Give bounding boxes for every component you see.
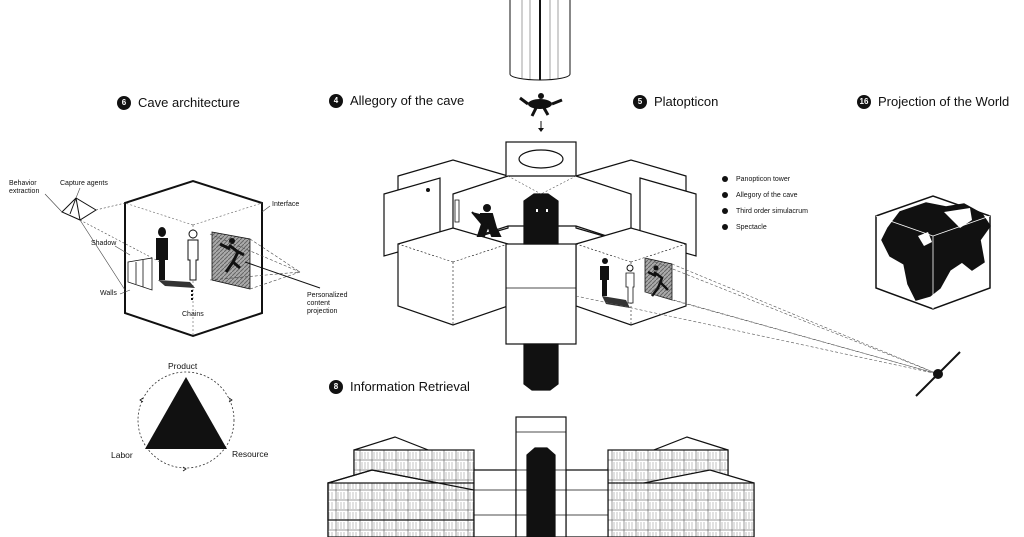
legend-label: Third order simulacrum xyxy=(736,207,808,215)
cave-leader-lines xyxy=(44,187,321,295)
label-chains: Chains xyxy=(182,311,204,318)
information-retrieval-structure xyxy=(327,416,755,537)
bullet-icon xyxy=(722,208,728,214)
falling-figure-icon xyxy=(519,93,563,117)
label-capture-agents: Capture agents xyxy=(60,180,108,187)
tower-cylinder xyxy=(509,0,571,81)
projection-lines xyxy=(507,175,939,375)
label-resource: Resource xyxy=(232,449,269,459)
section-title-allegory: 4 Allegory of the cave xyxy=(329,93,464,108)
section-title-text: Allegory of the cave xyxy=(350,93,465,108)
label-labor: Labor xyxy=(111,450,133,460)
section-title-information-retrieval: 8 Information Retrieval xyxy=(329,379,470,394)
section-title-cave-architecture: 6 Cave architecture xyxy=(117,95,240,110)
section-title-text: Information Retrieval xyxy=(350,379,470,394)
legend-item: Panopticon tower xyxy=(722,171,808,187)
label-personalized-projection: Personalized content projection xyxy=(307,292,348,315)
platopticon-structure xyxy=(383,141,697,391)
section-title-text: Projection of the World xyxy=(878,94,1010,109)
section-number-badge: 6 xyxy=(117,95,131,110)
cave-wall-panel xyxy=(127,257,153,291)
capture-agents-icon xyxy=(61,197,97,221)
bullet-icon xyxy=(722,192,728,198)
label-interface: Interface xyxy=(272,201,300,208)
platopticon-figures-icon xyxy=(426,188,669,308)
section-title-text: Platopticon xyxy=(654,94,719,109)
section-number-badge: 5 xyxy=(633,94,647,109)
cave-figures-icon xyxy=(156,227,245,300)
section-number-badge: 4 xyxy=(329,93,343,108)
legend-label: Panopticon tower xyxy=(736,175,791,183)
legend-item: Allegory of the cave xyxy=(722,187,808,203)
label-shadow: Shadow xyxy=(91,240,117,247)
bullet-icon xyxy=(722,224,728,230)
label-walls: Walls xyxy=(100,290,117,297)
section-title-projection: 16 Projection of the World xyxy=(857,94,1009,109)
section-number-badge: 16 xyxy=(857,94,871,109)
product-labor-resource-triangle xyxy=(137,371,235,472)
section-title-platopticon: 5 Platopticon xyxy=(633,94,718,109)
label-behavior-extraction: Behavior extraction xyxy=(9,180,40,195)
section-title-text: Cave architecture xyxy=(138,95,240,110)
world-cube xyxy=(875,195,991,310)
legend-label: Spectacle xyxy=(736,223,767,231)
label-product: Product xyxy=(168,361,198,371)
legend-item: Third order simulacrum xyxy=(722,203,808,219)
projection-point-icon xyxy=(915,351,961,397)
section-number-badge: 8 xyxy=(329,379,343,394)
legend-label: Allegory of the cave xyxy=(736,191,798,199)
bullet-icon xyxy=(722,176,728,182)
legend-item: Spectacle xyxy=(722,219,808,235)
platopticon-legend: Panopticon tower Allegory of the cave Th… xyxy=(722,171,808,235)
